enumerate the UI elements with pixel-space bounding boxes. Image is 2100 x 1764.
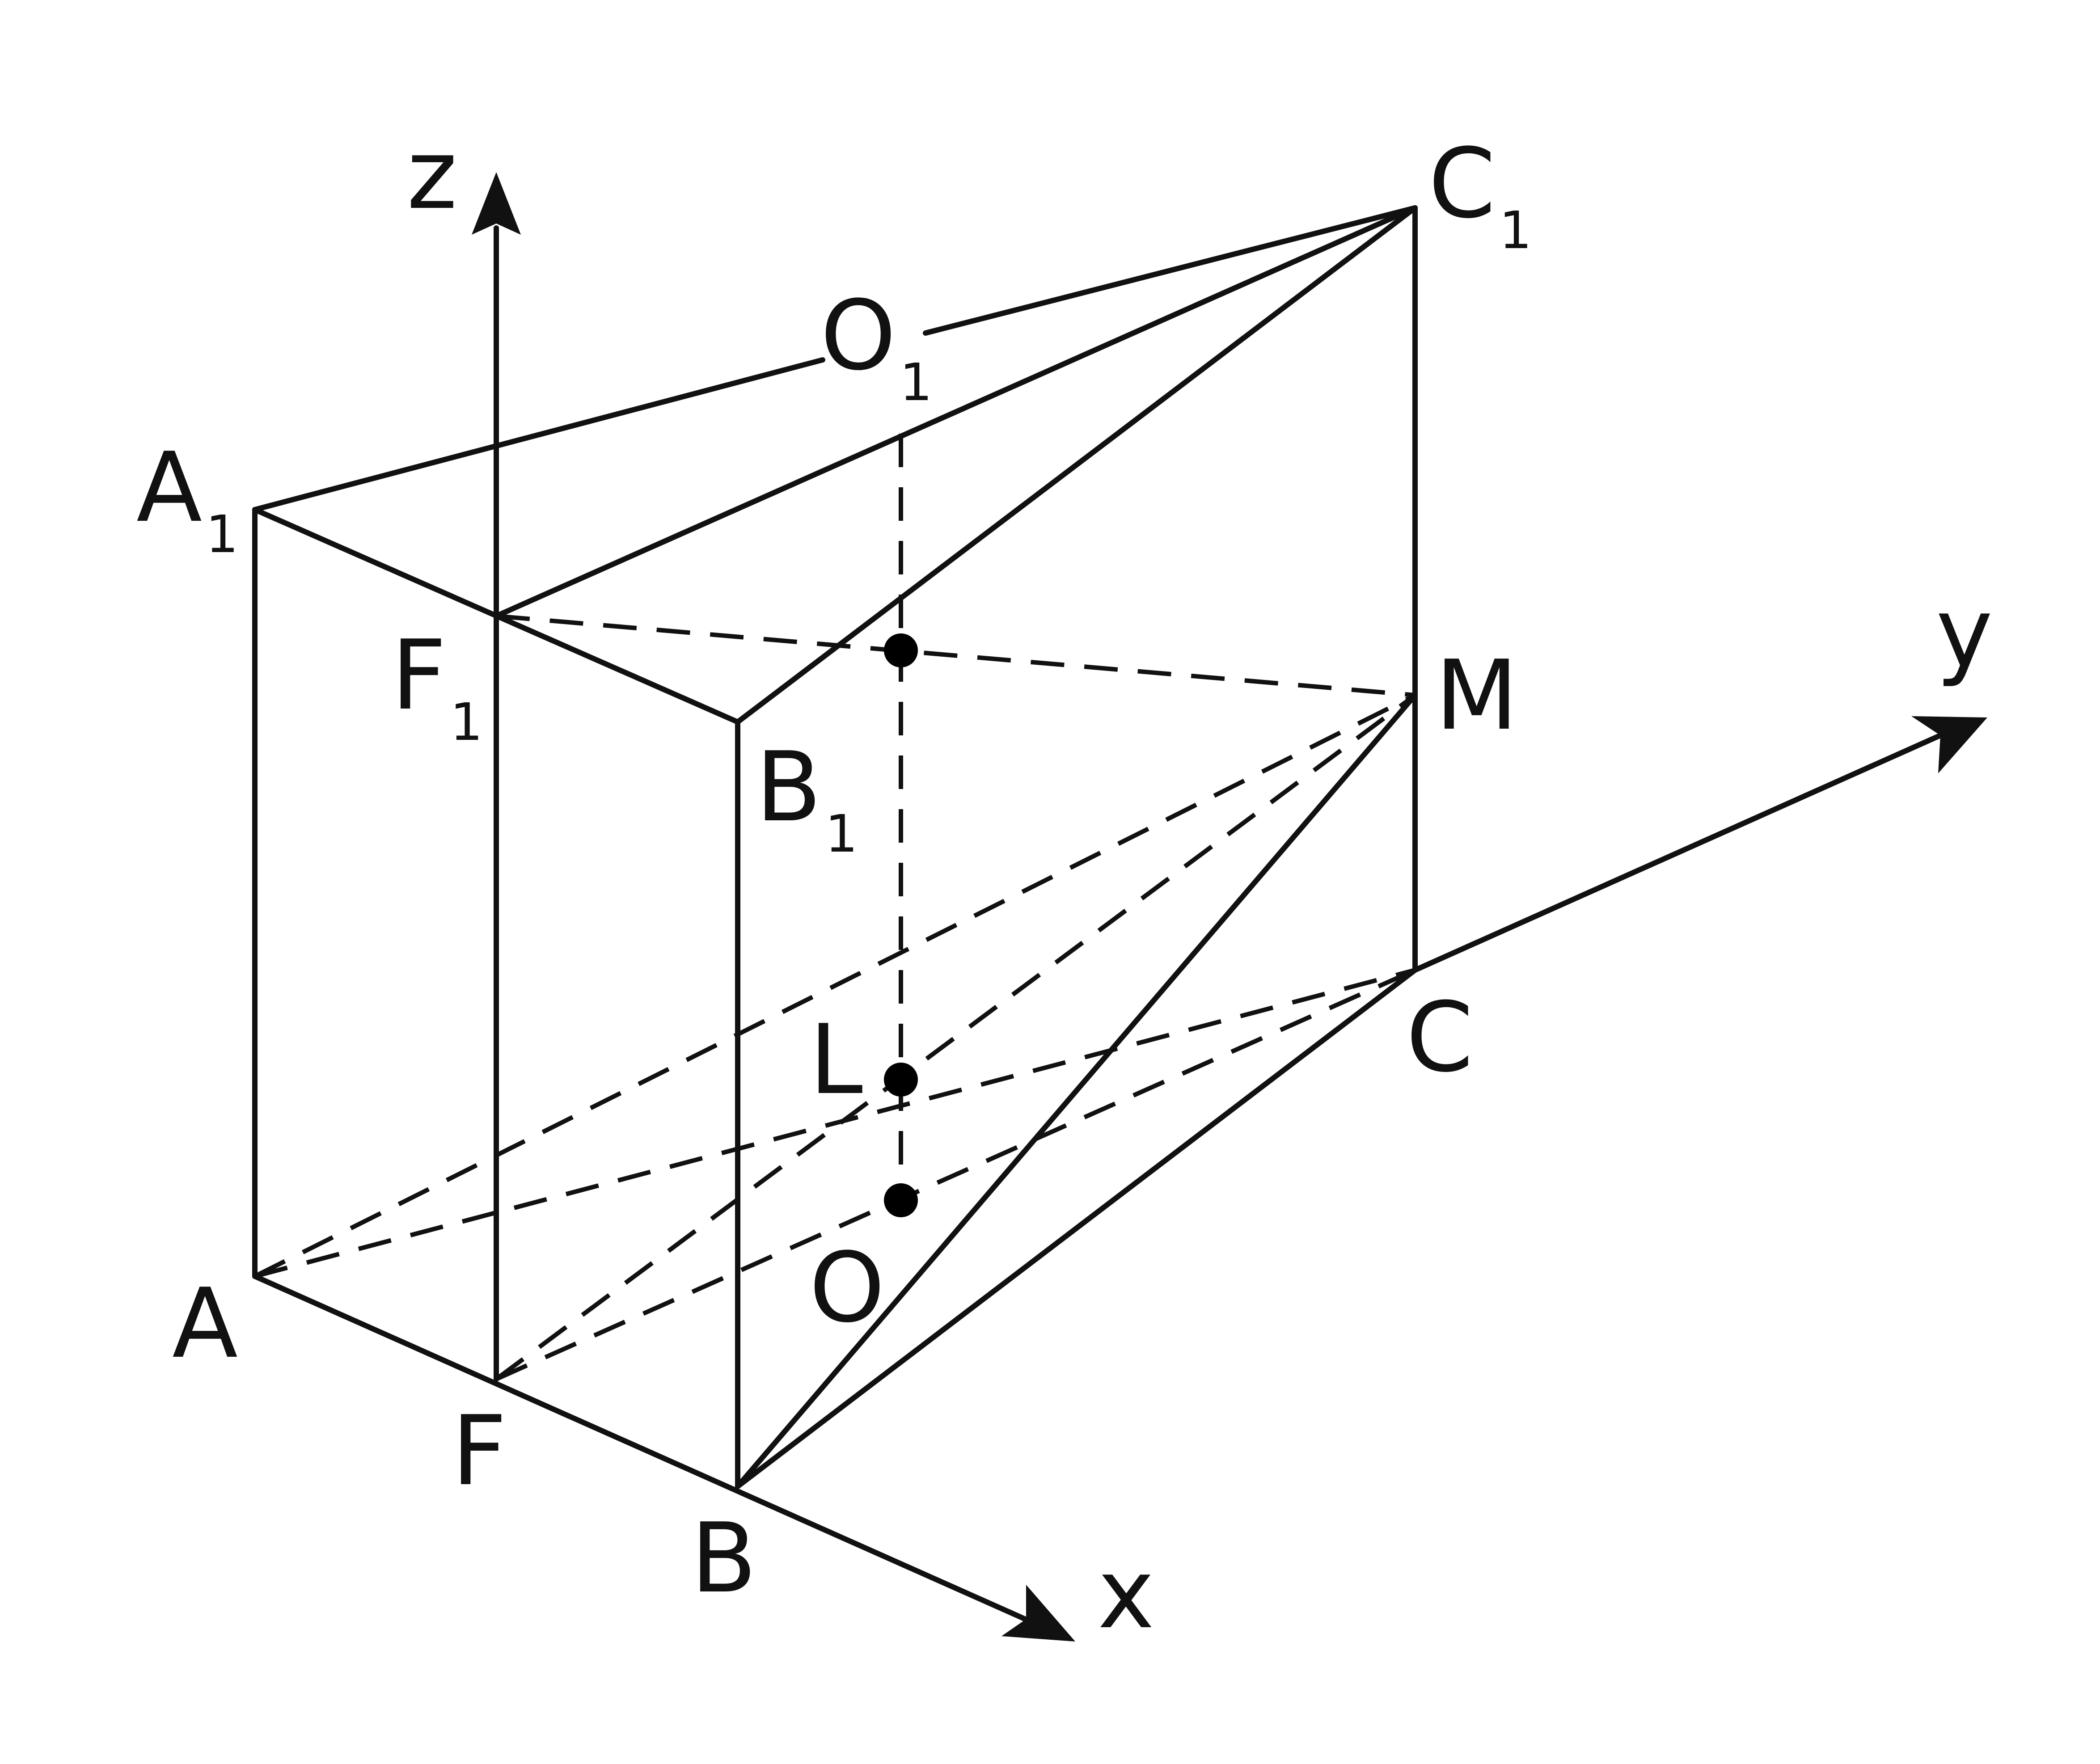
label-F1: F1 — [391, 619, 483, 752]
label-M: M — [1435, 639, 1518, 751]
label-C1: C1 — [1428, 127, 1532, 261]
edge-F1-C1 — [494, 205, 1418, 619]
edge-A1-O1 — [252, 357, 825, 512]
label-B1: B1 — [756, 731, 858, 864]
edge-B1-C1 — [735, 205, 1418, 725]
points — [884, 633, 918, 1217]
dashed-F1-M — [496, 614, 1415, 697]
edge-B-M — [735, 692, 1418, 1489]
x-axis-label: x — [1098, 1538, 1154, 1650]
point-O — [884, 1183, 918, 1217]
dashed-F-C — [495, 968, 1416, 1381]
label-O: O — [809, 1232, 885, 1344]
vertex-labels: A1 O1 C1 F1 B1 M C L O A F B — [136, 127, 1532, 1614]
coordinate-axes — [252, 172, 1987, 1642]
label-C: C — [1406, 981, 1473, 1093]
label-B: B — [691, 1502, 757, 1614]
label-F: F — [452, 1395, 507, 1507]
label-O1: O1 — [820, 279, 932, 413]
point-on-F1M — [884, 633, 918, 667]
label-L: L — [809, 1004, 863, 1116]
x-axis — [252, 1274, 1031, 1623]
label-A1: A1 — [136, 431, 238, 565]
y-axis-arrowhead — [1911, 716, 1987, 773]
hidden-edges — [254, 434, 1416, 1381]
z-axis-label: z — [407, 118, 457, 231]
x-axis-arrowhead — [1001, 1585, 1075, 1642]
point-L — [884, 1063, 918, 1097]
dashed-A-C — [254, 968, 1416, 1279]
y-axis-label: y — [1936, 577, 1993, 689]
label-A: A — [172, 1267, 238, 1380]
dashed-A-M — [254, 693, 1416, 1279]
y-axis — [1412, 733, 1943, 973]
edge-O1-C1 — [923, 205, 1418, 336]
edge-B-C — [735, 967, 1418, 1489]
z-axis-arrowhead — [472, 172, 521, 235]
dashed-F-M — [495, 693, 1416, 1381]
visible-edges — [252, 205, 1418, 1489]
axis-labels: z x y — [407, 118, 1993, 1650]
